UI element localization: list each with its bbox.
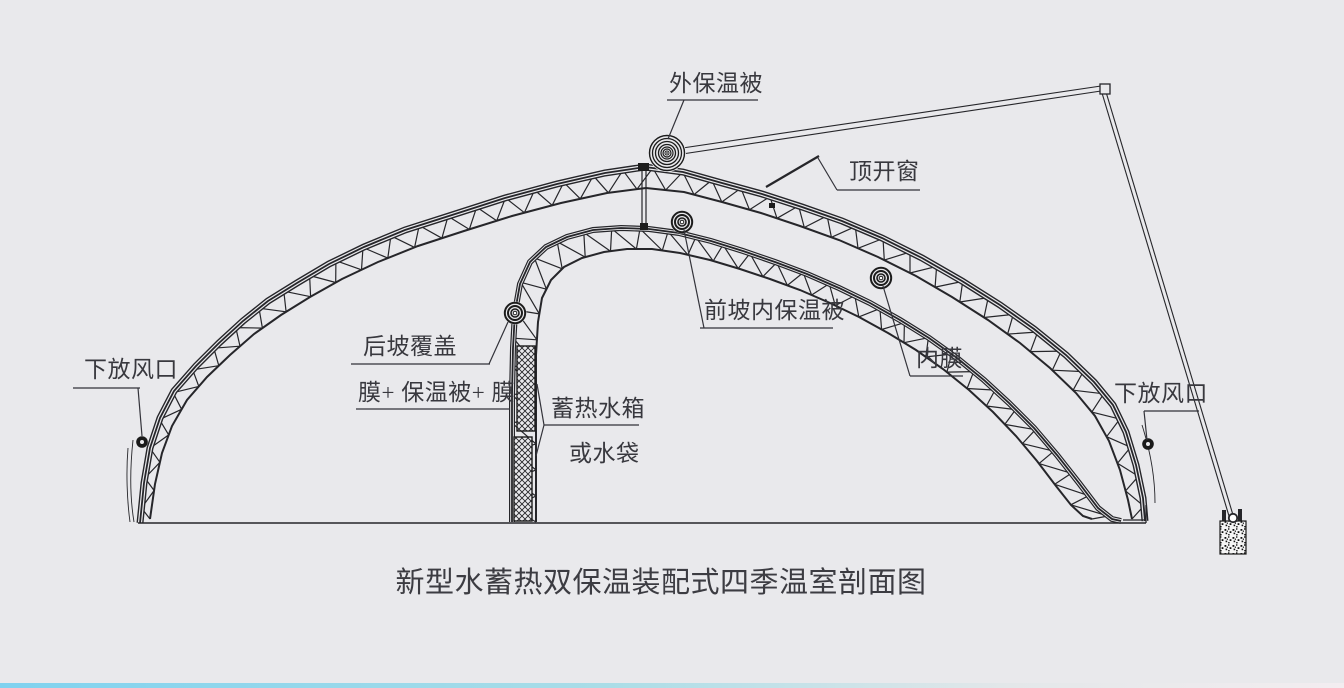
leader-line [137, 387, 143, 437]
window-flap-line [765, 155, 820, 188]
counterweight-pulley [1227, 512, 1239, 524]
label-front-inner-quilt: 前坡内保温被 [683, 229, 845, 329]
leader-line [1143, 410, 1148, 441]
roll-ring [657, 143, 677, 163]
leader-line [667, 99, 685, 140]
left-film-edge-1 [130, 439, 135, 523]
label-top-window: 顶开窗 [817, 157, 920, 191]
roll-axle [512, 310, 518, 316]
label-right-vent: 下放风口 [1114, 381, 1208, 441]
back-slope-layers-label-text: 膜+ 保温被+ 膜 [358, 380, 515, 405]
water-bag-label-text: 或水袋 [569, 441, 640, 466]
ridge-post-bottom-cap [640, 223, 648, 230]
right-film-edge [1141, 424, 1156, 504]
roll-ring [651, 137, 683, 169]
back-slope-cover-label-text: 后坡覆盖 [363, 334, 457, 359]
water-tank-upper-segment [516, 345, 536, 432]
roll-ring [876, 273, 886, 283]
water-tank-label-text: 蓄热水箱 [551, 396, 645, 421]
window-hinge-mark [769, 203, 775, 208]
front-inner-quilt-label-text: 前坡内保温被 [704, 298, 845, 323]
ground-line [138, 505, 1147, 524]
counterweight-block [1219, 509, 1247, 555]
roll-ring [654, 140, 680, 166]
ridge-post [638, 163, 649, 230]
diagram-title: 新型水蓄热双保温装配式四季温室剖面图 [395, 566, 926, 599]
roll-ring [510, 308, 520, 318]
right-vent-dot [1142, 438, 1154, 450]
pull-rod-upper-line1 [668, 85, 1102, 151]
right-vent-label-text: 下放风口 [1114, 381, 1208, 406]
roll-ring [648, 134, 686, 172]
outer-quilt-label-text: 外保温被 [669, 71, 763, 96]
label-water-tank: 蓄热水箱 或水袋 [535, 383, 645, 466]
roll-ring [674, 214, 690, 230]
leader-line [817, 157, 838, 191]
roll-ring [873, 270, 889, 286]
base-film-edges [126, 424, 1156, 523]
water-tank-lower-segment [513, 436, 533, 522]
label-back-slope-cover: 后坡覆盖 膜+ 保温被+ 膜 [351, 321, 515, 410]
inner-film-roll [869, 266, 893, 290]
roll-ring [662, 148, 672, 158]
roll-ring [503, 301, 527, 325]
roll-ring [869, 266, 893, 290]
pull-rod-lower-line1 [1101, 92, 1230, 517]
outer-quilt-roll [648, 134, 686, 172]
back-slope-roll [503, 301, 527, 325]
label-inner-film: 内膜 [882, 285, 963, 377]
top-window-label-text: 顶开窗 [849, 159, 920, 184]
counterweight-post-left [1222, 510, 1226, 522]
ridge-post-top-cap [638, 163, 649, 171]
pull-rod-lower-line2 [1105, 91, 1234, 516]
water-tank-column [513, 345, 536, 522]
leader-line [535, 383, 545, 457]
counterweight-post-right [1238, 509, 1242, 522]
left-vent-dot [136, 436, 148, 448]
leader-line [488, 321, 509, 365]
top-window-flap [765, 155, 820, 208]
front-inner-quilt-roll [670, 210, 694, 234]
left-vent-hole [140, 440, 144, 444]
left-film-edge-2 [126, 447, 131, 523]
pull-rod-upper-line2 [668, 90, 1102, 157]
roll-axle [679, 219, 685, 225]
inner-film-label-text: 内膜 [916, 346, 963, 371]
leader-line [683, 229, 705, 329]
roll-axle [878, 275, 884, 281]
quilt-pull-rod [668, 83, 1234, 517]
bottom-accent-bar [0, 683, 1344, 688]
label-outer-quilt: 外保温被 [667, 71, 763, 140]
roll-ring [677, 217, 687, 227]
roll-ring [660, 146, 674, 160]
rod-junction-bracket [1099, 83, 1111, 95]
label-left-vent: 下放风口 [73, 357, 178, 437]
left-vent-label-text: 下放风口 [84, 357, 178, 382]
counterweight-body [1219, 520, 1247, 555]
leader-line [882, 285, 911, 377]
right-vent-hole [1146, 442, 1150, 446]
roll-ring [670, 210, 694, 234]
roll-ring [507, 305, 523, 321]
roll-axle-dot [666, 152, 668, 154]
outer-arch-truss [140, 167, 1145, 523]
